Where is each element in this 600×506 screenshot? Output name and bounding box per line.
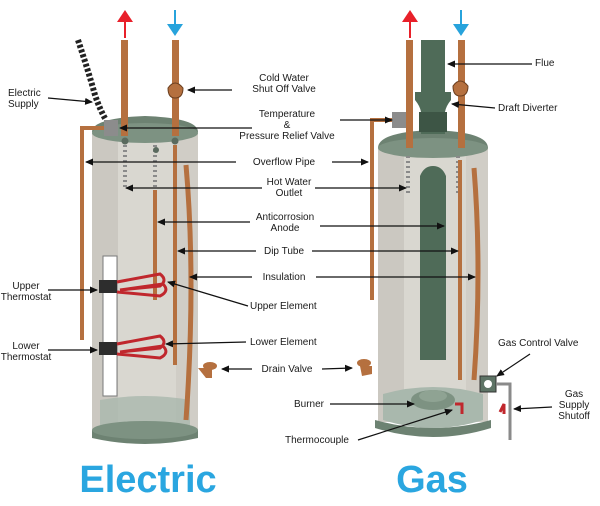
draft-diverter: [415, 92, 451, 112]
gas-hot-pipe: [406, 40, 413, 148]
label-thermocouple: Thermocouple: [285, 435, 349, 446]
label-dip-tube: Dip Tube: [263, 246, 305, 257]
label-draft-diverter: Draft Diverter: [498, 103, 558, 114]
upper-heating-element: [116, 272, 168, 298]
upper-thermostat-block: [99, 280, 117, 293]
electric-insulation: [183, 164, 194, 421]
electric-overflow-pipe: [80, 126, 104, 340]
label-lower-element: Lower Element: [250, 337, 317, 348]
gas-insulation: [471, 167, 481, 381]
callout-arrows: [47, 60, 553, 441]
gas-cold-water-valve: [452, 80, 469, 97]
gas-heater: [357, 10, 512, 440]
label-flue: Flue: [535, 58, 555, 69]
electric-relief-valve: [104, 120, 118, 136]
gas-drain-valve: [360, 366, 372, 376]
title-electric: Electric: [79, 459, 217, 501]
label-temp-pressure-valve: Temperature&Pressure Relief Valve: [239, 109, 335, 142]
label-burner: Burner: [294, 399, 325, 410]
electric-drain-valve: [198, 368, 212, 378]
electric-supply-cable: [75, 39, 109, 122]
gas-supply-line: [496, 382, 512, 440]
lower-thermostat-block: [99, 342, 117, 355]
label-overflow-pipe: Overflow Pipe: [252, 157, 316, 168]
electric-heater: [75, 10, 217, 444]
electric-hot-arrow: [117, 10, 133, 38]
electric-cold-arrow: [167, 10, 183, 36]
gas-hot-arrow: [402, 10, 418, 38]
gas-supply-shutoff: [498, 403, 506, 414]
gas-cold-arrow: [453, 10, 469, 36]
gas-tank-bottom: [375, 420, 491, 437]
label-upper-element: Upper Element: [250, 301, 317, 312]
label-gas-control-valve: Gas Control Valve: [498, 338, 579, 349]
thermocouple: [455, 402, 464, 414]
thermostat-panel: [102, 255, 118, 397]
title-gas: Gas: [396, 459, 468, 501]
label-drain-valve: Drain Valve: [261, 364, 313, 375]
gas-flue: [420, 166, 446, 360]
lower-heating-element: [116, 334, 168, 360]
electric-hot-pipe: [121, 40, 128, 136]
gas-relief-valve: [392, 112, 406, 128]
electric-cold-water-valve: [167, 82, 184, 99]
label-insulation: Insulation: [262, 272, 306, 283]
